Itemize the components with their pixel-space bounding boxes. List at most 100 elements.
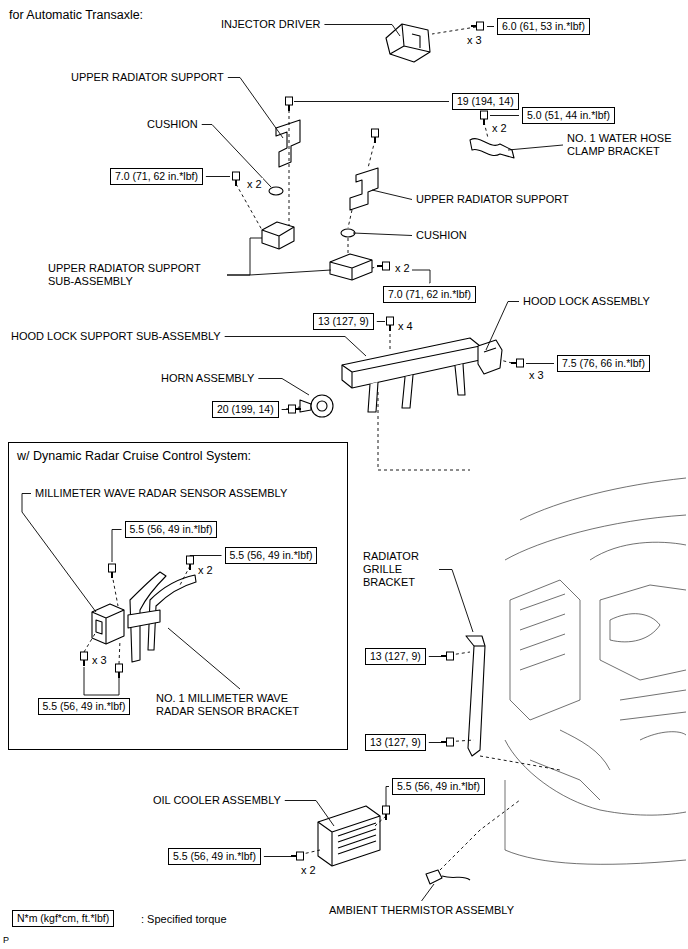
torque-value: 5.0 (51, 44 in.*lbf)	[527, 109, 610, 122]
leader-line	[490, 115, 519, 116]
torque-box: 7.0 (71, 62 in.*lbf)	[110, 168, 203, 185]
torque-box: 5.5 (56, 49 in.*lbf)	[225, 547, 318, 564]
leader-line	[112, 530, 122, 563]
leader-line	[439, 570, 473, 633]
torque-box: 5.5 (56, 49 in.*lbf)	[125, 521, 218, 538]
leader-line	[206, 176, 230, 177]
illustration-line	[590, 542, 686, 560]
quantity-label: x 3	[466, 34, 483, 47]
illustration-line	[390, 328, 391, 352]
illustration-line	[466, 636, 485, 756]
illustration-line	[511, 362, 517, 364]
part-label: CUSHION	[415, 229, 468, 242]
leader-line	[227, 238, 262, 275]
leader-line	[526, 363, 554, 364]
illustration-line	[471, 25, 477, 27]
illustration-line	[318, 806, 380, 866]
part-label: HOOD LOCK ASSEMBLY	[522, 295, 651, 308]
illustration-line	[390, 24, 430, 54]
illustration-line	[300, 400, 311, 412]
torque-box: 20 (199, 14)	[212, 401, 279, 418]
illustration-line	[378, 392, 470, 470]
illustration-line	[83, 660, 85, 666]
illustration-line	[84, 632, 96, 652]
illustration-line	[470, 139, 514, 158]
torque-value: 13 (127, 9)	[370, 650, 421, 663]
illustration-line	[109, 564, 116, 572]
part-label: NO. 1 WATER HOSE CLAMP BRACKET	[566, 132, 686, 158]
leader-line	[353, 233, 412, 236]
illustration-line	[368, 382, 378, 412]
illustration-line	[447, 738, 454, 746]
illustration-line	[338, 823, 376, 854]
illustration-line	[269, 187, 283, 195]
quantity-label: x 2	[300, 864, 317, 877]
bolt-symbol	[441, 738, 454, 746]
illustration-line	[317, 401, 327, 411]
illustration-line	[510, 580, 580, 720]
leader-line	[285, 801, 334, 827]
illustration-line	[440, 800, 520, 870]
illustration-line	[530, 760, 600, 800]
quantity-label: x 3	[91, 654, 108, 667]
illustration-line	[311, 395, 333, 417]
bolt-symbol	[291, 852, 304, 860]
illustration-line	[276, 120, 300, 167]
illustration-line	[610, 614, 660, 642]
leader-line	[264, 856, 294, 857]
illustration-line	[330, 254, 372, 280]
illustration-line	[330, 260, 372, 280]
legend-torque-box: N*m (kgf*cm, ft.*lbf)	[12, 910, 114, 927]
illustration-line	[233, 172, 240, 180]
illustration-line	[375, 816, 386, 826]
part-label: NO. 1 MILLIMETER WAVE RADAR SENSOR BRACK…	[155, 692, 325, 718]
leader-line	[508, 145, 563, 150]
leader-line	[422, 884, 434, 901]
leader-line	[386, 787, 389, 807]
part-label: CUSHION	[146, 118, 199, 131]
torque-value: 5.5 (56, 49 in.*lbf)	[397, 780, 480, 793]
torque-box: 5.5 (56, 49 in.*lbf)	[168, 848, 261, 865]
illustration-line	[484, 348, 496, 352]
illustration-line	[341, 229, 355, 237]
torque-value: 7.5 (76, 66 in.*lbf)	[562, 357, 645, 370]
illustration-line	[478, 340, 502, 374]
torque-box: 6.0 (61, 53 in.*lbf)	[497, 18, 590, 35]
part-label: OIL COOLER ASSEMBLY	[152, 794, 282, 807]
illustration-line	[297, 852, 304, 860]
torque-value: 5.5 (56, 49 in.*lbf)	[173, 850, 256, 863]
illustration-line	[350, 168, 378, 210]
illustration-line	[128, 610, 160, 628]
torque-value: 20 (199, 14)	[217, 403, 274, 416]
part-label: HOOD LOCK SUPPORT SUB-ASSEMBLY	[10, 330, 222, 343]
bolt-symbol	[471, 22, 484, 30]
torque-value: 7.0 (71, 62 in.*lbf)	[115, 170, 198, 183]
illustration-line	[119, 640, 120, 664]
illustration-line	[372, 129, 379, 137]
leader-line	[324, 25, 400, 37]
illustration-line	[111, 572, 113, 578]
dashed-assembly-line	[84, 27, 560, 870]
heading-note: for Automatic Transaxle:	[8, 8, 144, 23]
bolt-symbol	[383, 806, 390, 820]
illustration-line	[481, 111, 488, 119]
leader-line	[294, 101, 449, 102]
illustration-line	[92, 610, 124, 644]
leader-line	[412, 270, 430, 283]
leader-line	[429, 742, 444, 743]
illustration-line	[116, 664, 123, 672]
part-label: HORN ASSEMBLY	[160, 372, 255, 385]
torque-value: N*m (kgf*cm, ft.*lbf)	[17, 912, 109, 925]
illustration-line	[187, 556, 194, 564]
torque-box: 13 (127, 9)	[313, 313, 374, 330]
part-label: UPPER RADIATOR SUPPORT SUB-ASSEMBLY	[47, 262, 224, 288]
illustration-line	[383, 262, 390, 270]
leader-line	[190, 555, 222, 557]
illustration-line	[235, 180, 237, 186]
illustration-line	[517, 359, 524, 367]
leader-line	[225, 337, 366, 357]
illustration-line	[474, 645, 485, 646]
bolt-symbol	[441, 652, 454, 660]
leader-line	[429, 656, 444, 657]
torque-box: 5.0 (51, 44 in.*lbf)	[522, 107, 615, 124]
